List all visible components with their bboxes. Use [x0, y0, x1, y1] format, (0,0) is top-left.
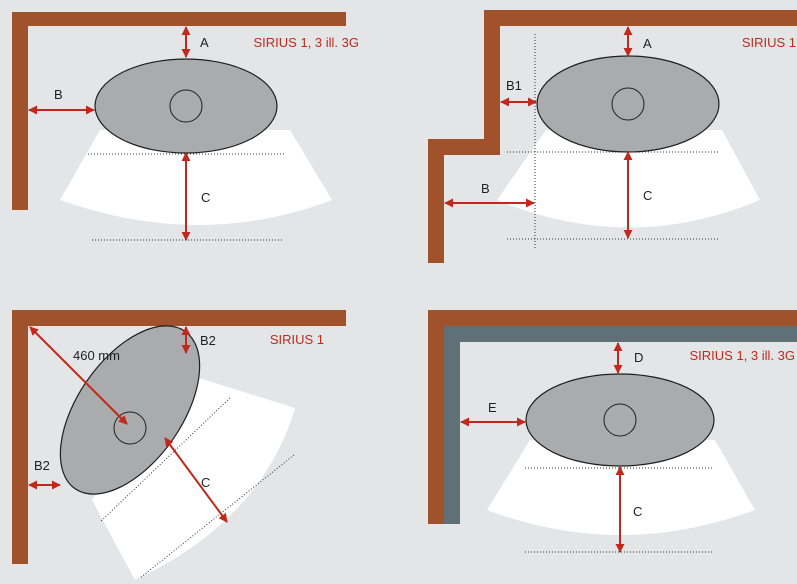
panel-2-heater-element	[611, 87, 645, 121]
panel-4: D E C SIRIUS 1, 3 ill. 3G	[428, 310, 797, 553]
panel-4-heater	[525, 373, 715, 467]
panel-3-label-diagonal: 460 mm	[73, 348, 120, 363]
panel-1-label-side: B	[54, 87, 63, 102]
panel-4-label-side: E	[488, 400, 497, 415]
panel-1-label-beam: C	[201, 190, 210, 205]
panel-2-label-step: B1	[506, 78, 522, 93]
panel-3-arrow-beam	[164, 437, 228, 523]
panel-1-heater-element	[169, 89, 203, 123]
panel-4-title: SIRIUS 1, 3 ill. 3G	[690, 348, 795, 363]
panel-2-label-beam: C	[643, 188, 652, 203]
panel-2-title: SIRIUS 1	[742, 35, 796, 50]
panel-3-label-top: B2	[200, 333, 216, 348]
panel-2: A B1 B C SIRIUS 1	[428, 10, 797, 263]
panel-1-heater	[94, 58, 278, 154]
panel-1: A B C SIRIUS 1, 3 ill. 3G	[12, 12, 359, 241]
panel-4-label-top: D	[634, 350, 643, 365]
panel-4-heater-element	[603, 403, 637, 437]
panel-1-title: SIRIUS 1, 3 ill. 3G	[254, 35, 359, 50]
panel-3-label-side: B2	[34, 458, 50, 473]
panel-3: 460 mm B2 B2 C SIRIUS 1	[12, 310, 346, 580]
panel-2-heater	[536, 55, 720, 153]
panel-3-title: SIRIUS 1	[270, 332, 324, 347]
panel-3-arrow-diagonal	[29, 326, 128, 425]
panel-2-label-side: B	[481, 181, 490, 196]
panel-2-label-top: A	[643, 36, 652, 51]
panel-1-label-top: A	[200, 35, 209, 50]
panel-3-heater-element	[113, 411, 147, 445]
panel-4-label-beam: C	[633, 504, 642, 519]
panel-3-label-beam: C	[201, 475, 210, 490]
